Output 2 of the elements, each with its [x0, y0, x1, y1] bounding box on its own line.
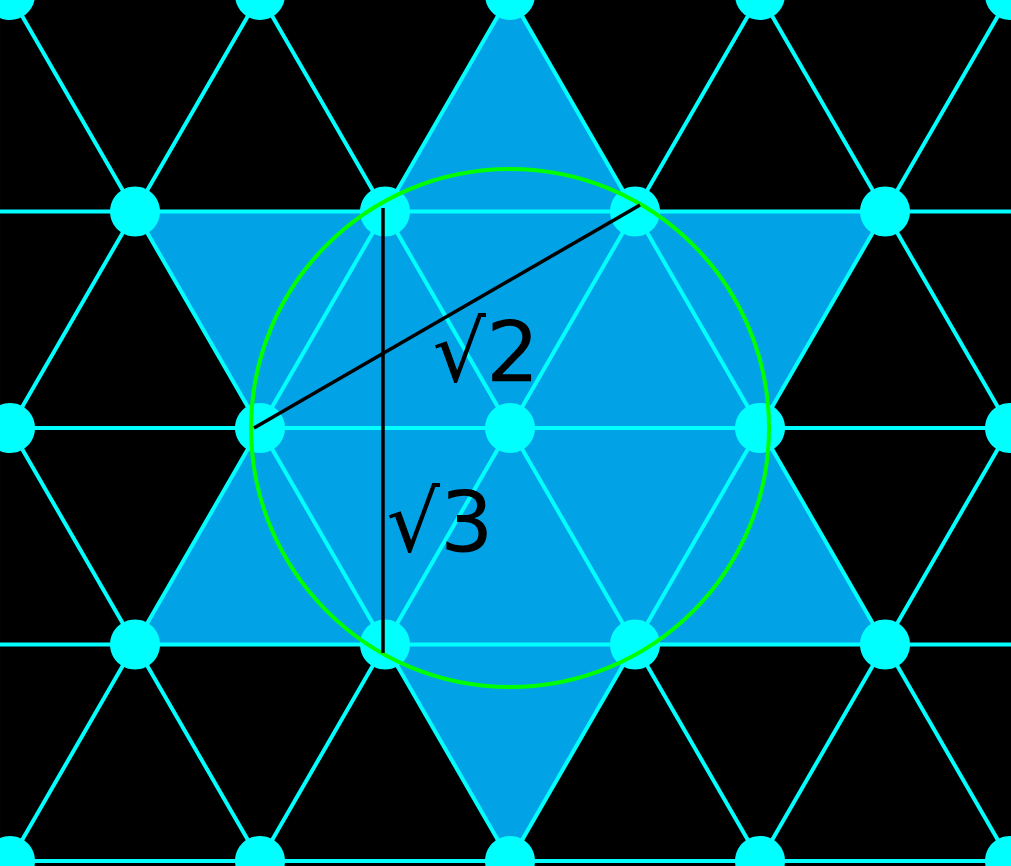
length-label: √3: [389, 483, 487, 553]
length-label: √2: [435, 313, 532, 383]
